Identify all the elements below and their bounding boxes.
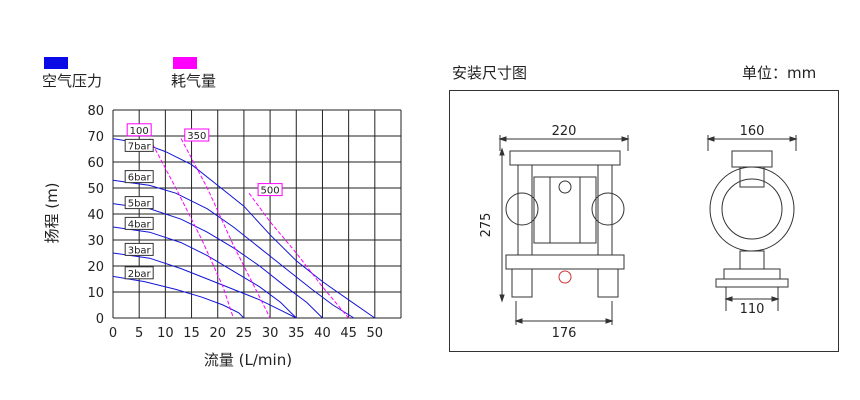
- consumption-label-100: 100: [130, 126, 149, 137]
- pressure-label-box: [124, 266, 154, 280]
- x-tick-label: 25: [236, 326, 253, 341]
- dim-160: 160: [740, 124, 765, 139]
- x-tick-label: 30: [262, 326, 279, 341]
- pressure-line-6bar: [112, 179, 355, 319]
- consumption-line-500: [248, 192, 349, 319]
- x-tick-label: 20: [209, 326, 226, 341]
- installation-drawing-frame: 220 275 176 160 110: [449, 90, 839, 352]
- consumption-label-box: [257, 183, 283, 197]
- y-tick-label: 30: [87, 234, 104, 249]
- pressure-label-7bar: 7bar: [128, 141, 152, 152]
- y-tick-label: 20: [87, 260, 104, 275]
- pressure-line-3bar: [112, 252, 297, 319]
- x-tick-label: 5: [135, 326, 143, 341]
- pressure-label-2bar: 2bar: [128, 269, 152, 280]
- installation-drawing: 220 275 176 160 110: [479, 124, 798, 341]
- dim-275: 275: [479, 213, 494, 238]
- x-tick-label: 45: [340, 326, 357, 341]
- y-tick-label: 0: [96, 312, 104, 327]
- x-tick-label: 10: [157, 326, 174, 341]
- x-tick-label: 0: [109, 326, 117, 341]
- pressure-label-box: [124, 216, 154, 230]
- x-tick-label: 15: [183, 326, 200, 341]
- pressure-line-2bar: [112, 275, 245, 319]
- y-tick-label: 60: [87, 156, 104, 171]
- y-tick-label: 10: [87, 286, 104, 301]
- y-tick-label: 80: [87, 104, 104, 119]
- dim-220: 220: [552, 124, 577, 139]
- y-tick-label: 40: [87, 208, 104, 223]
- pressure-line-5bar: [112, 203, 323, 319]
- consumption-line-350: [180, 138, 271, 319]
- chart-series-labels: 7bar 6bar 5bar 4bar 3bar 2bar 100 350 500: [124, 123, 283, 280]
- chart-grid: [112, 109, 402, 319]
- unit-label: 单位：mm: [742, 64, 817, 82]
- consumption-label-500: 500: [261, 186, 280, 197]
- pressure-label-box: [124, 196, 154, 210]
- y-axis-label: 扬程 (m): [43, 182, 61, 243]
- x-tick-label: 35: [288, 326, 305, 341]
- pressure-label-4bar: 4bar: [128, 219, 152, 230]
- consumption-label-box: [126, 123, 152, 137]
- x-tick-label: 40: [314, 326, 331, 341]
- drawing-title: 安装尺寸图: [452, 64, 528, 82]
- legend-swatch-air-consumption: [173, 57, 197, 69]
- pressure-line-4bar: [112, 226, 297, 319]
- pressure-label-box: [124, 242, 154, 256]
- consumption-lines: [149, 138, 349, 319]
- pressure-lines: [112, 138, 376, 319]
- consumption-label-box: [184, 128, 210, 142]
- consumption-label-350: 350: [187, 131, 206, 142]
- pressure-label-5bar: 5bar: [128, 199, 152, 210]
- legend-swatch-air-pressure: [44, 57, 68, 69]
- pressure-label-6bar: 6bar: [128, 173, 152, 184]
- dim-110: 110: [740, 302, 765, 317]
- pressure-line-7bar: [112, 138, 376, 319]
- consumption-line-100: [149, 138, 234, 319]
- dim-176: 176: [552, 326, 577, 341]
- x-tick-label: 50: [367, 326, 384, 341]
- pressure-label-3bar: 3bar: [128, 245, 152, 256]
- y-tick-label: 70: [87, 130, 104, 145]
- legend-label-air-consumption: 耗气量: [171, 72, 217, 90]
- pressure-label-box: [124, 138, 154, 152]
- pressure-label-box: [124, 170, 154, 184]
- legend-label-air-pressure: 空气压力: [42, 72, 103, 90]
- y-tick-label: 50: [87, 182, 104, 197]
- x-axis-label: 流量 (L/min): [204, 351, 292, 369]
